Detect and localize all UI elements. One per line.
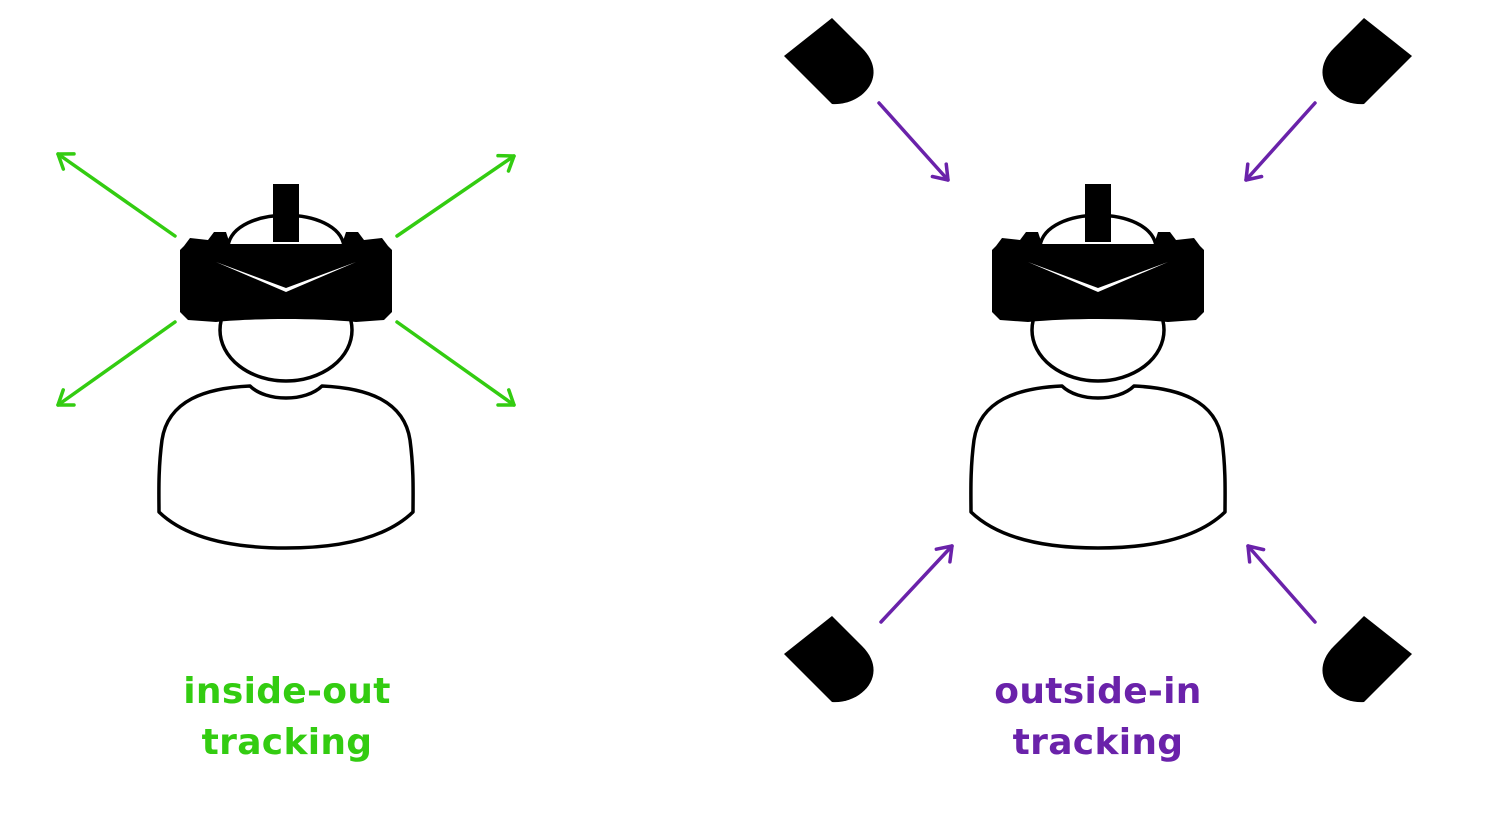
inside-out-caption: inside-out tracking — [77, 666, 497, 768]
arrow-inward-bottom-left — [879, 544, 954, 624]
inside-out-caption-line2: tracking — [201, 722, 373, 763]
inside-out-arrows — [56, 152, 516, 407]
sensor-icon — [784, 616, 874, 703]
vr-headset-icon — [990, 182, 1206, 324]
outside-in-panel — [784, 18, 1412, 703]
inside-out-panel — [56, 152, 516, 550]
arrow-outward-bottom-left — [56, 320, 177, 407]
arrow-outward-top-left — [56, 152, 177, 238]
sensor-icon — [1322, 616, 1412, 703]
arrow-inward-top-right — [1244, 101, 1317, 182]
arrow-outward-top-right — [395, 153, 516, 238]
outside-in-caption-line2: tracking — [1012, 722, 1184, 763]
outside-in-caption: outside-in tracking — [888, 666, 1308, 768]
outside-in-caption-line1: outside-in — [994, 671, 1202, 712]
outside-in-arrows — [877, 101, 1317, 624]
vr-headset-icon — [178, 182, 394, 324]
arrow-outward-bottom-right — [395, 320, 516, 407]
inside-out-caption-line1: inside-out — [183, 671, 391, 712]
sensor-icon — [784, 18, 874, 105]
arrow-inward-bottom-right — [1246, 544, 1317, 624]
sensor-icon — [1322, 18, 1412, 105]
arrow-inward-top-left — [877, 101, 950, 182]
